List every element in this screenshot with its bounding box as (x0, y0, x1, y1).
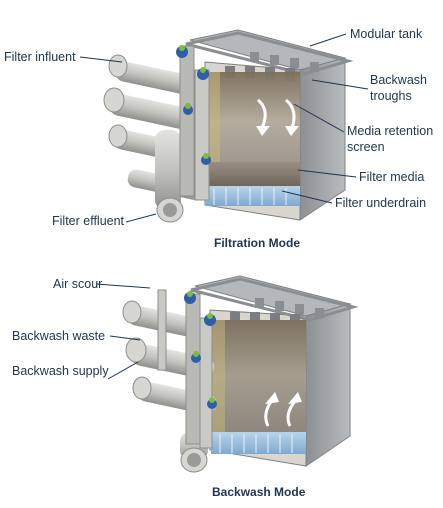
label-backwash-supply: Backwash supply (12, 364, 109, 378)
label-filter-influent: Filter influent (4, 50, 76, 64)
label-modular-tank: Modular tank (350, 27, 423, 41)
label-filter-media: Filter media (359, 170, 425, 184)
label-filter-underdrain: Filter underdrain (335, 196, 427, 210)
inlet-screen-panel (211, 320, 225, 440)
leader-lines (79, 33, 369, 223)
backwash-mode-illustration (95, 275, 359, 473)
caption-filtration-mode: Filtration Mode (214, 236, 300, 250)
leader-lines (95, 283, 151, 380)
label-filter-effluent: Filter effluent (52, 214, 125, 228)
pipe-gallery (103, 45, 210, 223)
pipe-gallery (122, 289, 217, 473)
valve-actuators (184, 291, 217, 409)
filter-underdrain (211, 432, 306, 454)
filter-media-bed (206, 162, 300, 186)
media-retention-screen (206, 72, 300, 162)
filter-underdrain (206, 186, 300, 206)
label-backwash-troughs-line2: troughs (370, 89, 412, 103)
label-backwash-waste: Backwash waste (12, 329, 106, 343)
upward-flow-arrows (264, 392, 302, 427)
label-air-scour: Air scour (53, 277, 103, 291)
caption-backwash-mode: Backwash Mode (212, 485, 306, 499)
label-media-retention-line2: screen (347, 140, 385, 154)
downward-flow-arrows (256, 98, 299, 136)
label-media-retention-line1: Media retention (347, 124, 434, 138)
backwash-mode-panel: Air scour Backwash waste Backwash supply… (0, 254, 443, 508)
expanded-media-bed (211, 320, 306, 432)
filtration-mode-panel: Filter influent Modular tank Backwash tr… (4, 27, 434, 250)
label-backwash-troughs-line1: Backwash (370, 73, 427, 87)
filtration-mode-illustration (79, 29, 369, 223)
valve-actuators (176, 45, 211, 165)
